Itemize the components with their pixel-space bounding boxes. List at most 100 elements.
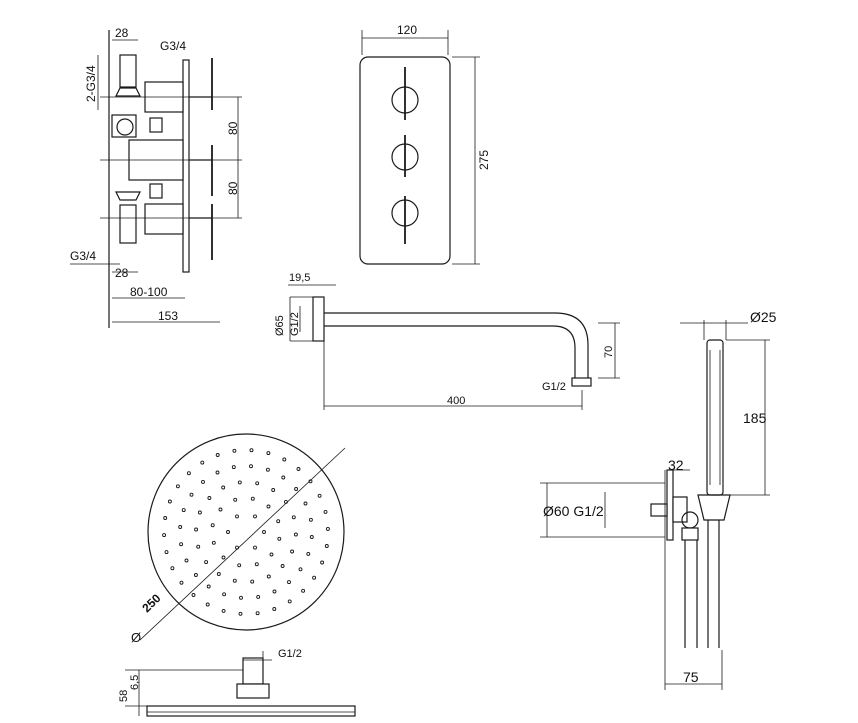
nozzle-hole [181, 508, 186, 513]
head-plate-thickness: 6,5 [129, 675, 141, 690]
nozzle-hole [253, 545, 257, 550]
nozzle-hole [175, 484, 180, 489]
faceplate-width: 120 [397, 23, 417, 37]
nozzle-hole [308, 517, 313, 522]
shower-head-side: G1/2 58 6,5 [118, 648, 356, 717]
nozzle-hole [266, 504, 271, 509]
valve-top-width: 28 [115, 26, 129, 40]
arm-flange-thread: G1/2 [289, 312, 301, 336]
valve-bottom-width: 28 [115, 266, 129, 280]
nozzle-hole [193, 573, 198, 577]
nozzle-hole [237, 480, 242, 485]
nozzle-hole [303, 501, 308, 506]
nozzle-hole [186, 471, 191, 476]
nozzle-hole [250, 496, 255, 501]
arm-outlet-thread: G1/2 [542, 381, 566, 393]
head-diameter-symbol: Ø [131, 630, 141, 645]
nozzle-hole [189, 492, 194, 497]
valve-side-thread: 2-G3/4 [84, 65, 98, 102]
nozzle-hole [194, 527, 199, 532]
nozzle-hole [271, 488, 276, 492]
nozzle-hole [239, 595, 243, 600]
valve-depth-range: 80-100 [130, 285, 168, 299]
nozzle-holes [162, 448, 330, 616]
nozzle-hole [237, 563, 242, 568]
nozzle-hole [163, 516, 168, 520]
nozzle-hole [197, 510, 202, 515]
handset-view: Ø25 185 32 Ø60 G1/2 75 [540, 309, 777, 690]
arm-drop: 70 [603, 346, 615, 358]
handset-depth: 75 [683, 669, 699, 685]
nozzle-hole [233, 497, 238, 502]
nozzle-hole [256, 594, 261, 599]
shower-arm-view: 19,5 Ø65 G1/2 70 G1/2 400 [274, 272, 620, 410]
nozzle-hole [179, 580, 184, 585]
faceplate-front-view: 120 275 [359, 23, 491, 265]
nozzle-hole [205, 602, 210, 607]
nozzle-hole [306, 551, 311, 556]
valve-bottom-thread: G3/4 [70, 249, 96, 263]
nozzle-hole [272, 589, 277, 594]
nozzle-hole [277, 536, 282, 541]
nozzle-hole [281, 475, 286, 480]
nozzle-hole [291, 515, 296, 520]
valve-overall-depth: 153 [158, 309, 178, 323]
handset-length: 185 [743, 410, 767, 426]
handset-diameter: Ø25 [750, 309, 777, 325]
nozzle-hole [290, 549, 295, 554]
nozzle-hole [218, 507, 223, 512]
nozzle-hole [210, 523, 215, 528]
head-diameter-value: 250 [139, 591, 163, 615]
nozzle-hole [167, 499, 172, 504]
nozzle-hole [221, 485, 226, 490]
nozzle-hole [282, 457, 287, 462]
nozzle-hole [293, 532, 298, 537]
nozzle-hole [204, 560, 209, 565]
nozzle-hole [280, 564, 285, 568]
nozzle-hole [231, 465, 236, 470]
nozzle-hole [206, 584, 211, 589]
nozzle-hole [266, 451, 271, 456]
nozzle-hole [272, 607, 277, 611]
nozzle-hole [262, 530, 266, 534]
valve-top-thread: G3/4 [160, 39, 186, 53]
nozzle-hole [200, 460, 205, 465]
nozzle-hole [215, 470, 220, 475]
nozzle-hole [312, 575, 317, 580]
faceplate-height: 275 [477, 150, 491, 170]
nozzle-hole [309, 535, 314, 539]
nozzle-hole [222, 592, 227, 597]
nozzle-hole [221, 555, 226, 560]
shower-head-plan: 250 Ø [131, 433, 346, 645]
nozzle-hole [254, 562, 259, 567]
nozzle-hole [221, 608, 226, 613]
nozzle-hole [196, 544, 201, 549]
nozzle-hole [301, 588, 306, 593]
nozzle-hole [287, 599, 292, 604]
nozzle-hole [184, 558, 189, 563]
valve-side-view: 28 G3/4 2-G3/4 80 80 G3/4 28 80-100 153 [70, 26, 242, 328]
nozzle-hole [216, 572, 221, 576]
nozzle-hole [179, 542, 184, 547]
nozzle-hole [238, 611, 243, 616]
nozzle-hole [265, 467, 270, 472]
nozzle-hole [211, 540, 216, 545]
nozzle-hole [178, 525, 183, 529]
valve-spacing-upper: 80 [226, 121, 240, 135]
nozzle-hole [250, 579, 255, 584]
nozzle-hole [215, 453, 220, 457]
head-height: 58 [118, 690, 130, 702]
arm-flange-diameter: Ø65 [274, 315, 286, 336]
nozzle-hole [296, 467, 301, 471]
nozzle-hole [191, 593, 196, 597]
nozzle-hole [249, 448, 254, 453]
nozzle-hole [226, 530, 230, 534]
nozzle-hole [232, 578, 237, 583]
nozzle-hole [170, 566, 175, 571]
valve-spacing-lower: 80 [226, 181, 240, 195]
nozzle-hole [249, 464, 253, 469]
elbow-label: Ø60 G1/2 [543, 503, 604, 519]
nozzle-hole [164, 550, 169, 555]
